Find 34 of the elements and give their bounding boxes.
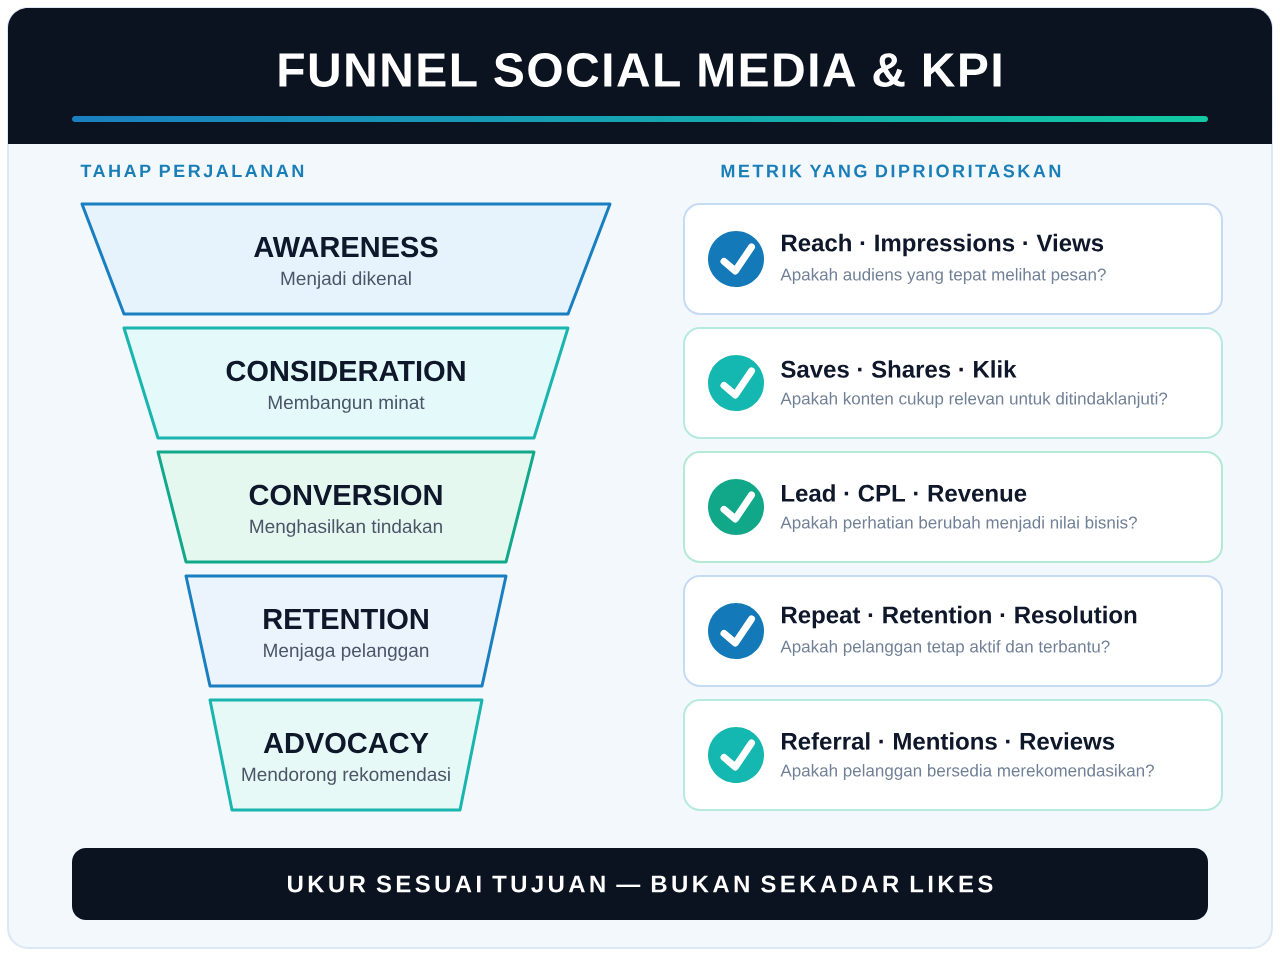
metric-question: Apakah pelanggan bersedia merekomendasikan? [780, 764, 1154, 780]
funnel-stage [208, 698, 484, 812]
stage-description: Menghasilkan tindakan [250, 519, 442, 537]
metric-question: Apakah konten cukup relevan untuk ditindaklanjuti? [780, 392, 1168, 408]
stage-description: Membangun minat [268, 395, 425, 413]
funnel-stage [80, 202, 612, 316]
funnel-stage [122, 326, 570, 440]
stage-description: Menjaga pelanggan [264, 643, 429, 661]
metric-title: Repeat · Retention · Resolution [782, 605, 1137, 629]
metric-title: Reach · Impressions · Views [782, 233, 1104, 257]
funnel-stage [184, 574, 508, 688]
stage-title: ADVOCACY [263, 732, 429, 754]
funnel-stage [156, 450, 536, 564]
metric-question: Apakah perhatian berubah menjadi nilai bisnis? [780, 516, 1137, 532]
section-heading: METRIK YANG DIPRIORITASKAN [721, 164, 1061, 178]
metric-card [683, 327, 1223, 439]
metric-question: Apakah audiens yang tepat melihat pesan? [780, 268, 1106, 284]
metric-card [683, 575, 1223, 687]
metric-card [683, 699, 1223, 811]
stage-title: CONSIDERATION [226, 360, 465, 382]
title: FUNNEL SOCIAL MEDIA & KPI [279, 53, 1001, 87]
footer-banner: UKUR SESUAI TUJUAN — BUKAN SEKADAR LIKES [72, 848, 1208, 920]
metric-title: Saves · Shares · Klik [781, 360, 1017, 378]
metric-title: Referral · Mentions · Reviews [782, 732, 1115, 750]
stage-description: Mendorong rekomendasi [242, 767, 450, 785]
stage-description: Menjadi dikenal [281, 271, 411, 289]
metric-question: Apakah pelanggan tetap aktif dan terbantu? [780, 640, 1110, 656]
metric-title: Lead · CPL · Revenue [782, 484, 1027, 502]
stage-title: RETENTION [264, 608, 428, 630]
metric-card [683, 203, 1223, 315]
section-heading: TAHAP PERJALANAN [80, 164, 304, 178]
metric-card [683, 451, 1223, 563]
stage-title: AWARENESS [254, 236, 438, 258]
stage-title: CONVERSION [249, 484, 442, 506]
